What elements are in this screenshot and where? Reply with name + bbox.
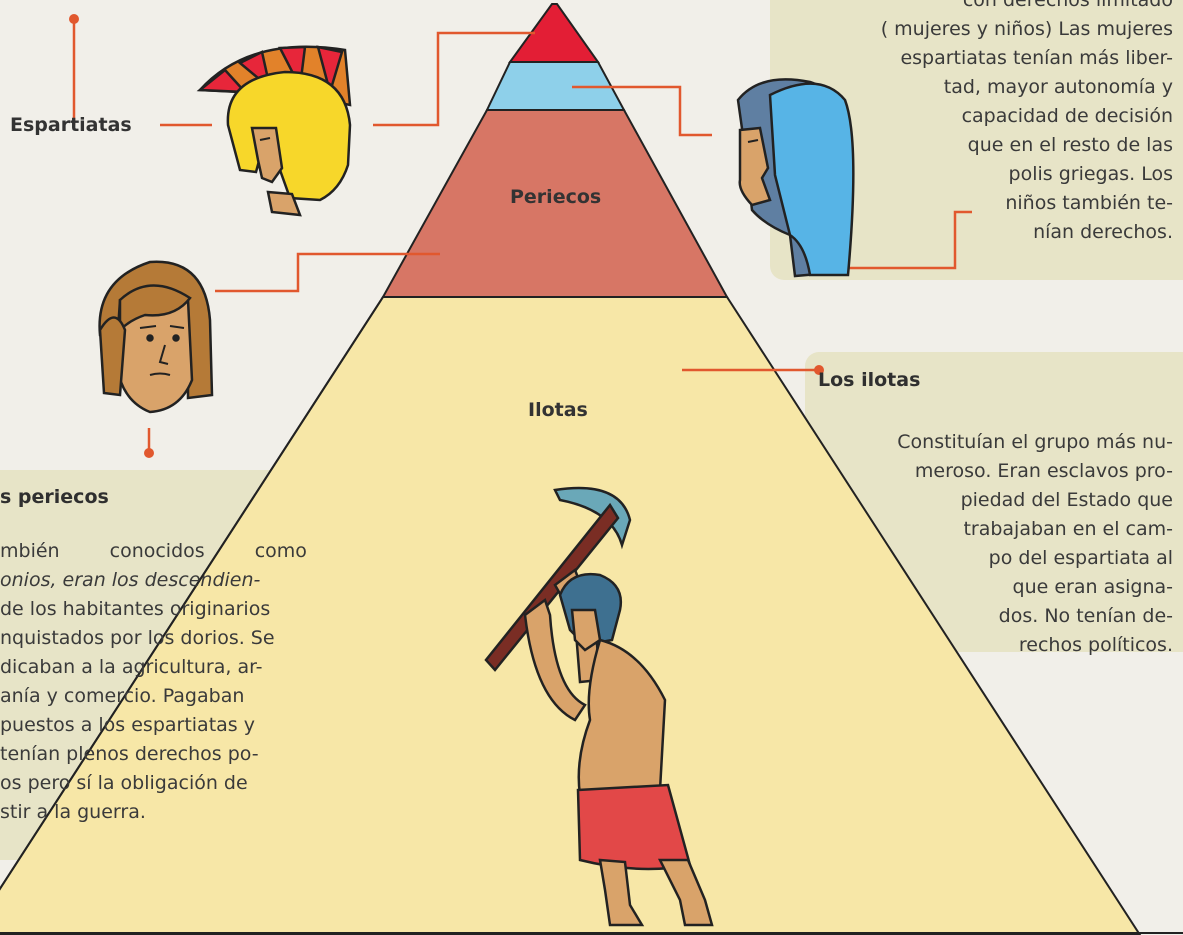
- pyramid-layer-espartiatas: [508, 3, 600, 63]
- text-line: que eran asigna-: [1012, 576, 1173, 598]
- text-line: dicaban a la agricultura, ar-: [0, 656, 263, 678]
- text-line: piedad del Estado que: [960, 489, 1173, 511]
- text-line: nían derechos.: [1033, 221, 1173, 243]
- connector-periecos-layer: [215, 252, 440, 293]
- text-line: stir a la guerra.: [0, 801, 146, 823]
- connector-women-text: [836, 210, 972, 270]
- connector-helmet-pyramid: [373, 31, 535, 127]
- women-children-text: con derechos limitado ( mujeres y niños)…: [753, 0, 1173, 247]
- text-line: tad, mayor autonomía y: [943, 76, 1173, 98]
- text-line: tenían plenos derechos po-: [0, 743, 259, 765]
- text-line: Constituían el grupo más nu-: [897, 431, 1173, 453]
- text-line: polis griegas. Los: [1008, 163, 1173, 185]
- label-periecos: Periecos: [510, 186, 602, 208]
- text-line: onios, eran los descendien-: [0, 569, 261, 591]
- perieco-head-icon: [98, 260, 214, 414]
- text-line: mbién conocidos como: [0, 540, 307, 562]
- connector-women-layer: [572, 85, 712, 137]
- veiled-woman-icon: [736, 78, 855, 278]
- text-line: puestos a los espartiatas y: [0, 714, 255, 736]
- text-line: rechos políticos.: [1018, 634, 1173, 656]
- periecos-title: s periecos: [0, 486, 109, 508]
- text-line: dos. No tenían de-: [998, 605, 1173, 627]
- text-line: nquistados por los dorios. Se: [0, 627, 275, 649]
- text-line: anía y comercio. Pagaban: [0, 685, 245, 707]
- label-espartiatas: Espartiatas: [10, 114, 132, 136]
- label-ilotas: Ilotas: [528, 399, 588, 421]
- text-line: meroso. Eran esclavos pro-: [914, 460, 1173, 482]
- text-line: po del espartiata al: [988, 547, 1173, 569]
- text-line: de los habitantes originarios: [0, 598, 271, 620]
- text-line: espartiatas tenían más liber-: [900, 47, 1173, 69]
- text-line: con derechos limitado: [962, 0, 1173, 11]
- ilotas-text: Constituían el grupo más nu- meroso. Era…: [813, 428, 1173, 660]
- text-line: trabajaban en el cam-: [963, 518, 1173, 540]
- ilotas-title: Los ilotas: [818, 369, 921, 391]
- text-line: niños también te-: [1005, 192, 1173, 214]
- text-line: capacidad de decisión: [961, 105, 1173, 127]
- text-line: que en el resto de las: [967, 134, 1173, 156]
- hoplite-helmet-icon: [196, 45, 352, 217]
- periecos-text: mbién conocidos como onios, eran los des…: [0, 537, 318, 827]
- text-line: ( mujeres y niños) Las mujeres: [880, 18, 1173, 40]
- text-line: os pero sí la obligación de: [0, 772, 248, 794]
- slave-with-pickaxe-icon: [484, 486, 714, 927]
